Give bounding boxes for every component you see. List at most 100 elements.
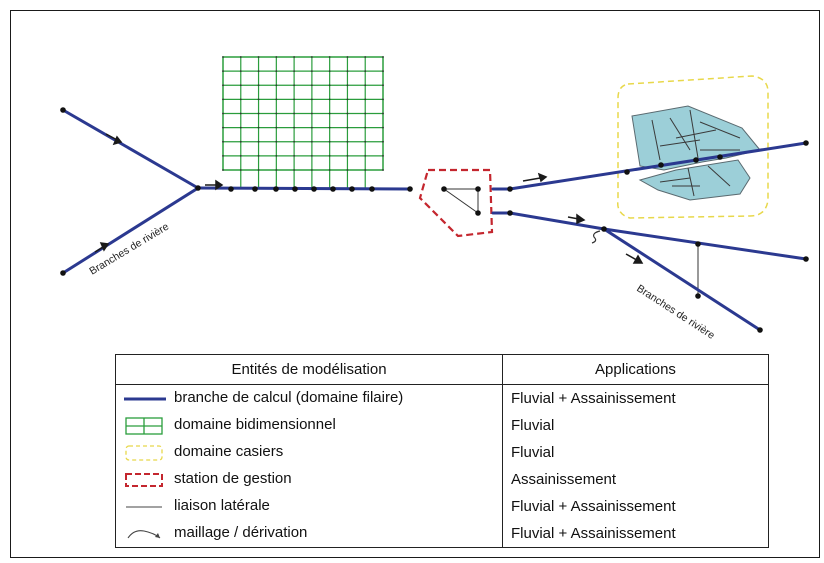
calc-node [228,186,234,192]
calc-node [311,186,317,192]
grid-node [239,98,242,101]
grid-node [364,84,367,87]
grid-node [310,112,313,115]
2d-domain-nodes [222,56,384,171]
grid-node [239,84,242,87]
grid-node [293,169,296,171]
legend-header: Entités de modélisation Applications [115,354,769,385]
grid-node [328,140,331,143]
derivation-icon [591,230,601,244]
grid-node [382,84,384,87]
2d-domain [222,56,384,189]
grid-node [239,140,242,143]
grid-node [328,56,331,58]
grid-node [257,70,260,73]
grid-node [257,112,260,115]
grid-node [257,84,260,87]
legend-application: Fluvial [511,417,555,434]
calc-node [757,327,763,333]
grid-node [382,112,384,115]
grid-node [328,98,331,101]
grid-node [275,126,278,129]
grid-node [275,70,278,73]
grid-node [310,126,313,129]
calc-node [441,186,447,192]
calc-node [658,162,664,168]
grid-node [346,126,349,129]
calc-node [803,140,809,146]
legend-entity: maillage / dérivation [174,524,308,542]
legend-header-applications: Applications [502,354,769,385]
calc-node [624,169,630,175]
legend-entity: liaison latérale [174,497,270,515]
calc-node [349,186,355,192]
calc-node [601,226,607,232]
grid-node [364,140,367,143]
grid-node [257,98,260,101]
grid-node [222,98,224,101]
legend-entity: domaine casiers [174,443,284,461]
grid-node [346,169,349,171]
grid-node [222,169,224,171]
grid-node [275,112,278,115]
2d-domain-symbol [125,416,163,435]
calc-nodes [60,107,809,333]
grid-node [364,70,367,73]
grid-node [328,126,331,129]
legend-application: Fluvial [511,444,555,461]
grid-node [222,112,224,115]
2d-domain-grid [223,57,383,189]
calc-node [60,107,66,113]
grid-node [310,56,313,58]
calc-node [507,210,513,216]
grid-node [328,154,331,157]
grid-node [275,154,278,157]
grid-node [239,154,242,157]
calc-node [507,186,513,192]
calc-node [475,186,481,192]
calc-node [369,186,375,192]
grid-node [222,126,224,129]
casier-links [651,109,741,197]
calc-node [695,293,701,299]
grid-node [382,98,384,101]
flow-arrows [94,133,644,264]
grid-node [222,140,224,143]
grid-node [293,140,296,143]
grid-node [364,56,367,58]
legend-row: station de gestion Assainissement [115,466,769,493]
casier-domain-symbol [125,444,163,461]
grid-node [310,169,313,171]
legend-row: maillage / dérivation Fluvial + Assainis… [115,520,769,548]
grid-node [346,70,349,73]
grid-node [382,126,384,129]
grid-node [293,112,296,115]
grid-node [257,140,260,143]
mesh-derivation-symbol [127,529,161,538]
grid-node [328,84,331,87]
legend-entity: branche de calcul (domaine filaire) [174,389,404,407]
legend-application: Fluvial + Assainissement [511,498,676,515]
grid-node [222,70,224,73]
casier-boundary [617,75,769,219]
grid-node [382,140,384,143]
legend-row: liaison latérale Fluvial + Assainissemen… [115,493,769,520]
grid-node [328,169,331,171]
calc-node [252,186,258,192]
grid-node [382,56,384,58]
grid-node [346,98,349,101]
legend-entity: station de gestion [174,470,292,488]
grid-node [310,154,313,157]
river-branch-label-right: Branches de rivière [634,282,717,341]
calc-node [195,185,201,191]
legend-entity: domaine bidimensionnel [174,416,336,434]
grid-node [275,169,278,171]
grid-node [364,112,367,115]
calc-node [717,154,723,160]
grid-node [239,56,242,58]
calc-node [273,186,279,192]
grid-node [257,126,260,129]
casier-polygon-lower [638,159,751,201]
grid-node [346,56,349,58]
grid-node [328,112,331,115]
